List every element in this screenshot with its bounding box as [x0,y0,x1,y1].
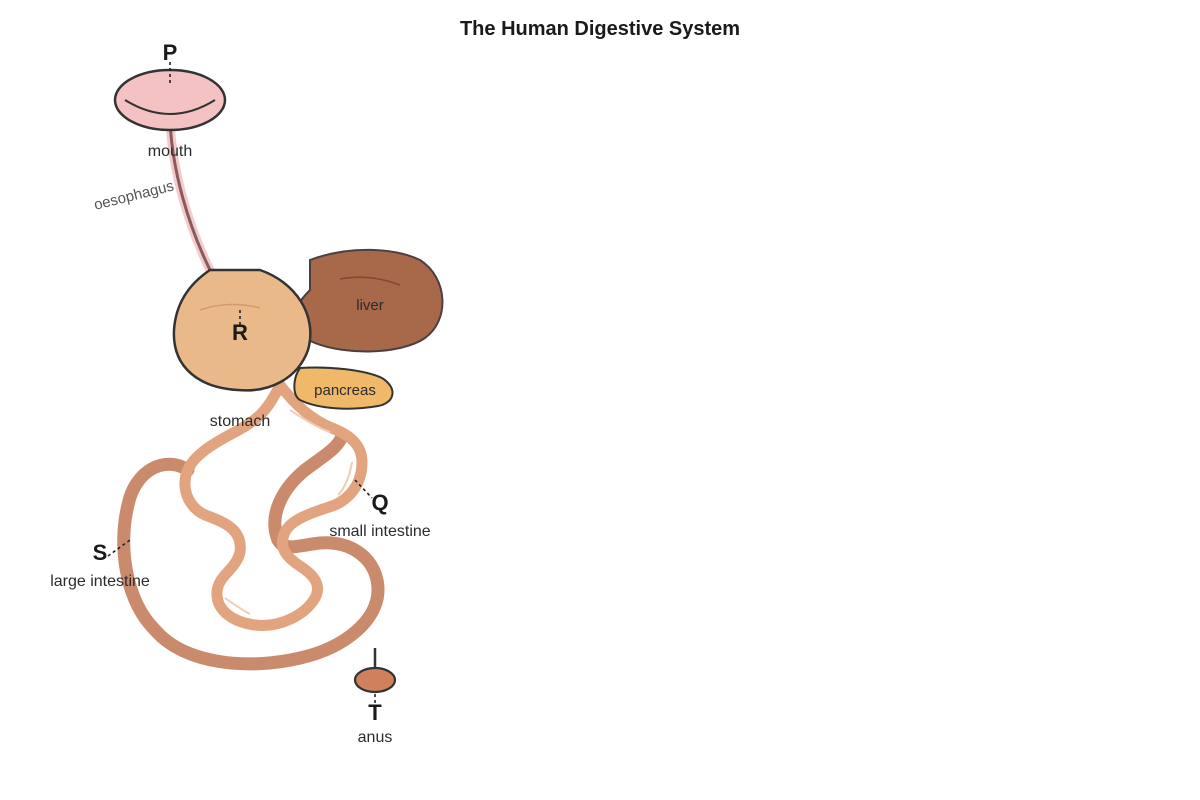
pancreas-label: pancreas [314,382,376,399]
mouth-label: mouth [148,143,192,160]
marker-r: R [232,320,248,345]
marker-q: Q [371,490,388,515]
liver-label: liver [356,297,384,314]
marker-p: P [163,40,178,65]
marker-q-leader [354,479,373,499]
oesophagus [165,115,215,275]
small-intestine [179,379,368,631]
anus-label: anus [358,729,393,746]
large-intestine [117,429,385,671]
pancreas [293,366,394,410]
anus [353,666,397,694]
marker-t: T [368,700,382,725]
large-intestine-label: large intestine [50,573,150,590]
diagram-title: The Human Digestive System [460,18,740,40]
oesophagus-label: oesophagus [92,177,175,213]
small-intestine-label: small intestine [329,523,430,540]
stomach [172,268,312,392]
marker-s: S [93,540,108,565]
mouth [113,68,227,132]
stomach-label: stomach [210,413,270,430]
marker-s-leader [107,539,131,557]
